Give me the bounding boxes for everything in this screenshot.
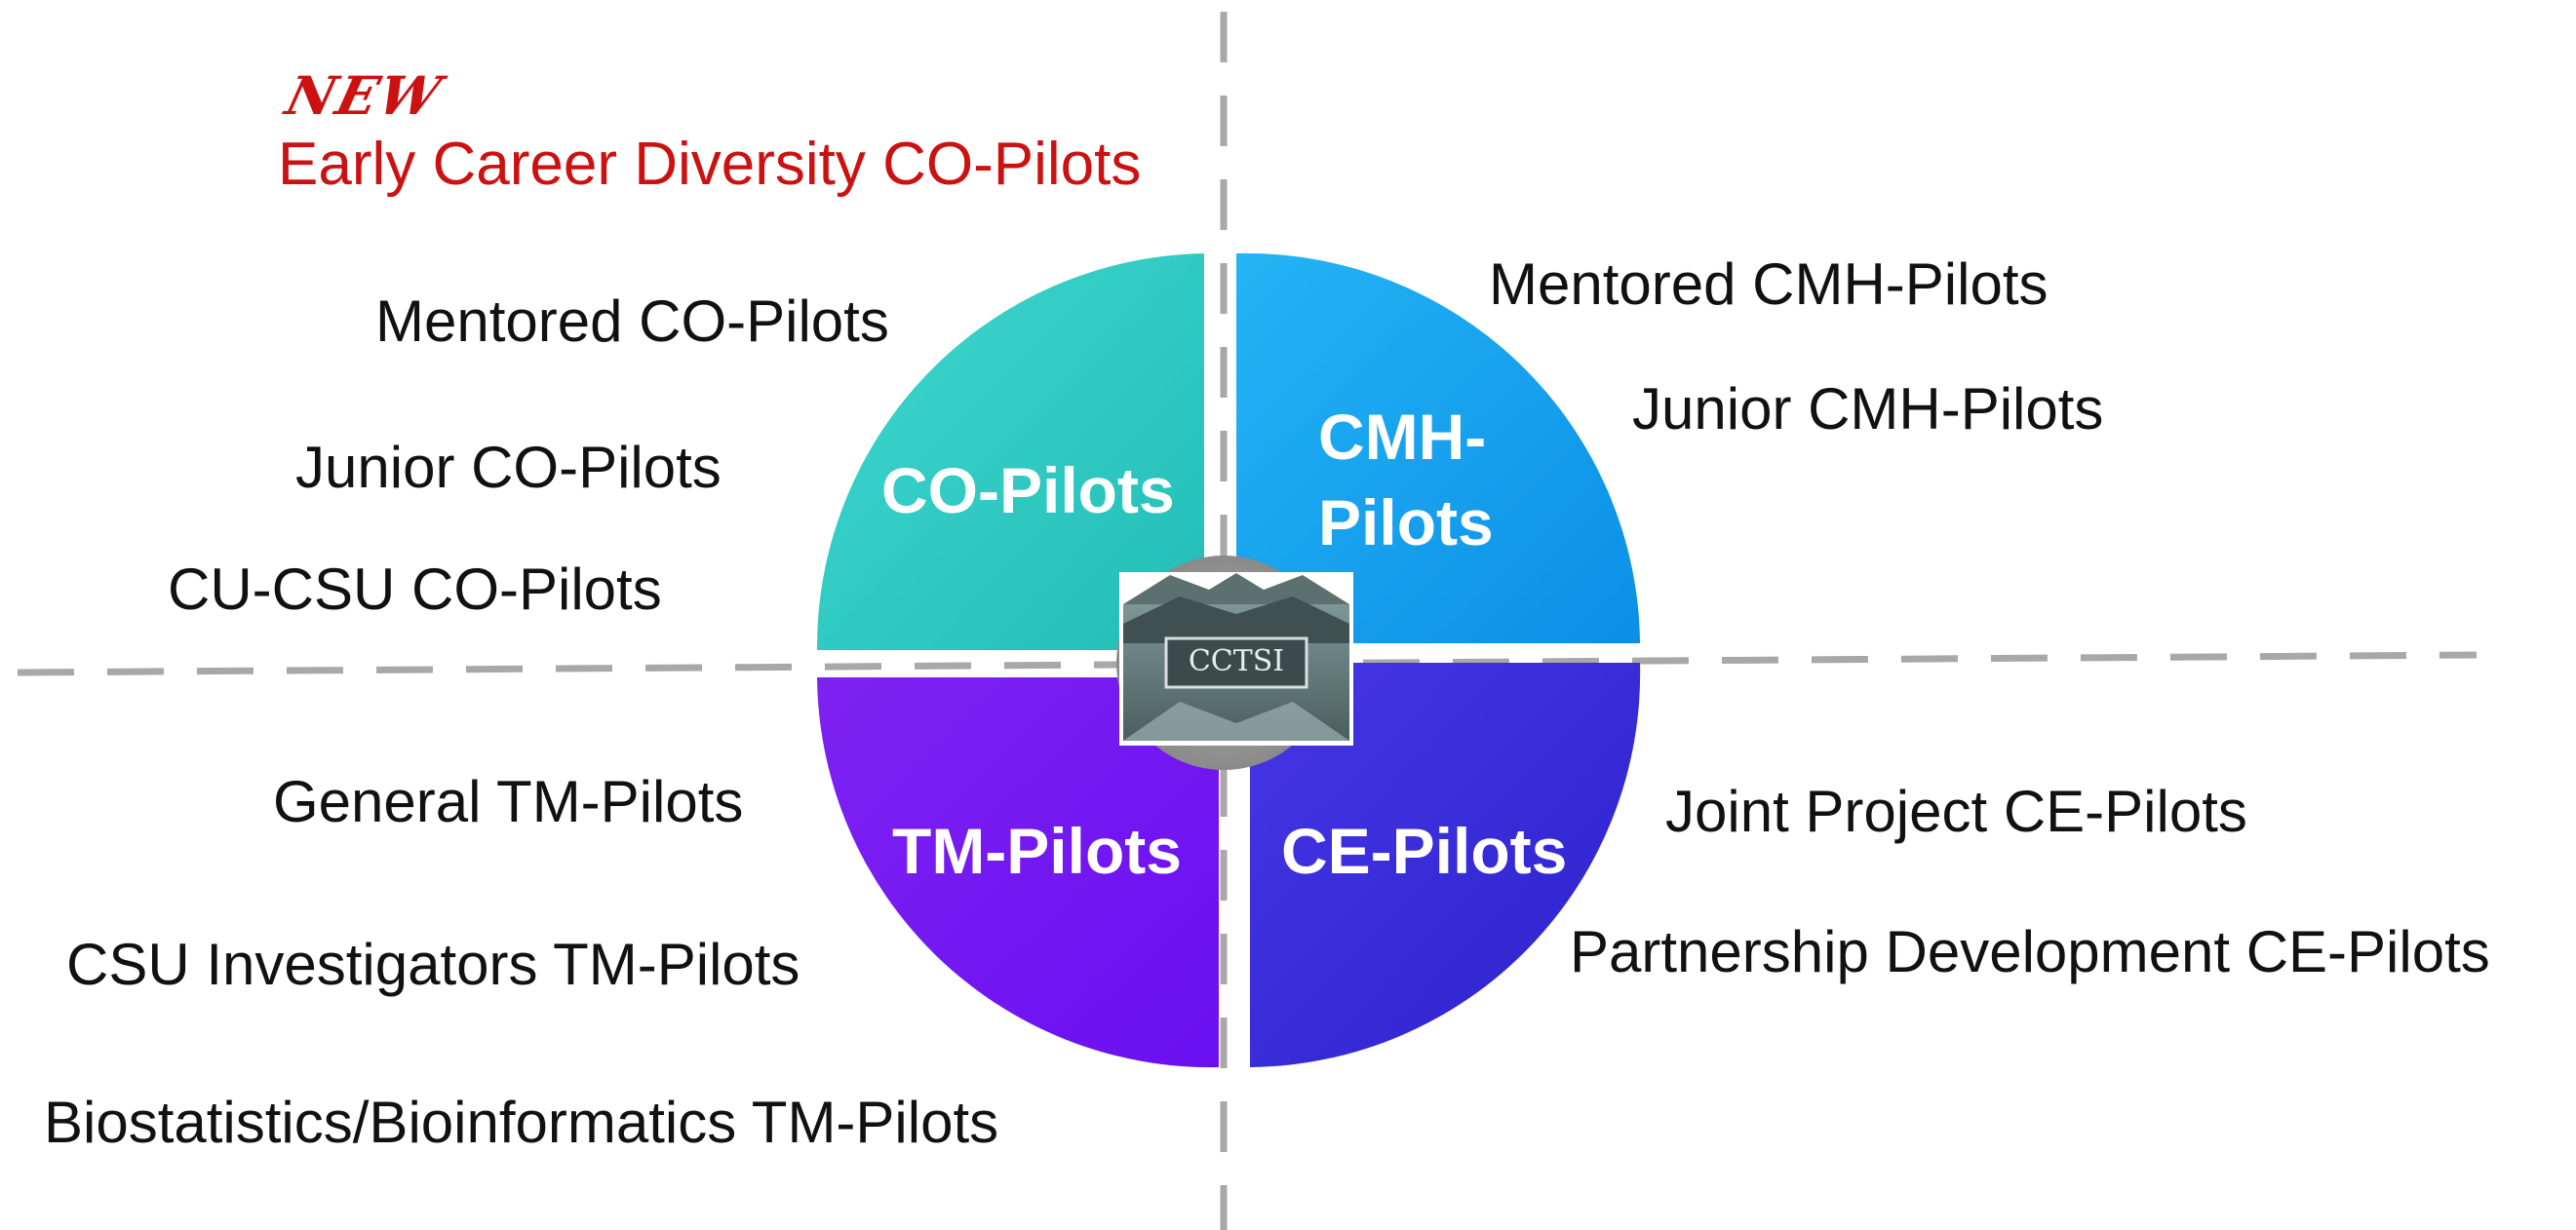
co-item-mentored: Mentored CO-Pilots — [375, 288, 889, 354]
cctsi-logo-text: CCTSI — [1188, 644, 1285, 678]
tm-quadrant-name: TM-Pilots — [892, 815, 1182, 887]
new-tag: NEW — [280, 64, 449, 127]
ce-quadrant-name: CE-Pilots — [1281, 815, 1568, 887]
co-quadrant — [816, 253, 1204, 650]
cmh-item-mentored: Mentored CMH-Pilots — [1489, 251, 2049, 317]
co-quadrant-name: CO-Pilots — [881, 454, 1175, 526]
horizontal-divider — [17, 651, 2478, 676]
tm-quadrant — [817, 677, 1219, 1068]
tm-item-general: General TM-Pilots — [273, 769, 744, 834]
ce-item-partnership: Partnership Development CE-Pilots — [1570, 919, 2490, 984]
cctsi-logo — [1119, 572, 1353, 746]
co-item-junior: Junior CO-Pilots — [295, 435, 722, 500]
tm-item-biostatistics: Biostatistics/Bioinformatics TM-Pilots — [44, 1090, 999, 1155]
cmh-item-junior: Junior CMH-Pilots — [1632, 376, 2104, 442]
cmh-quadrant-name-line1: CMH- — [1318, 401, 1487, 473]
ce-item-joint-project: Joint Project CE-Pilots — [1665, 779, 2247, 844]
ce-quadrant — [1250, 663, 1641, 1067]
cmh-quadrant — [1236, 252, 1640, 643]
cmh-quadrant-name-line2: Pilots — [1318, 486, 1494, 558]
tm-item-csu-investigators: CSU Investigators TM-Pilots — [66, 932, 800, 997]
early-career-title: Early Career Diversity CO-Pilots — [278, 131, 1142, 198]
co-item-cu-csu: CU-CSU CO-Pilots — [168, 557, 662, 622]
